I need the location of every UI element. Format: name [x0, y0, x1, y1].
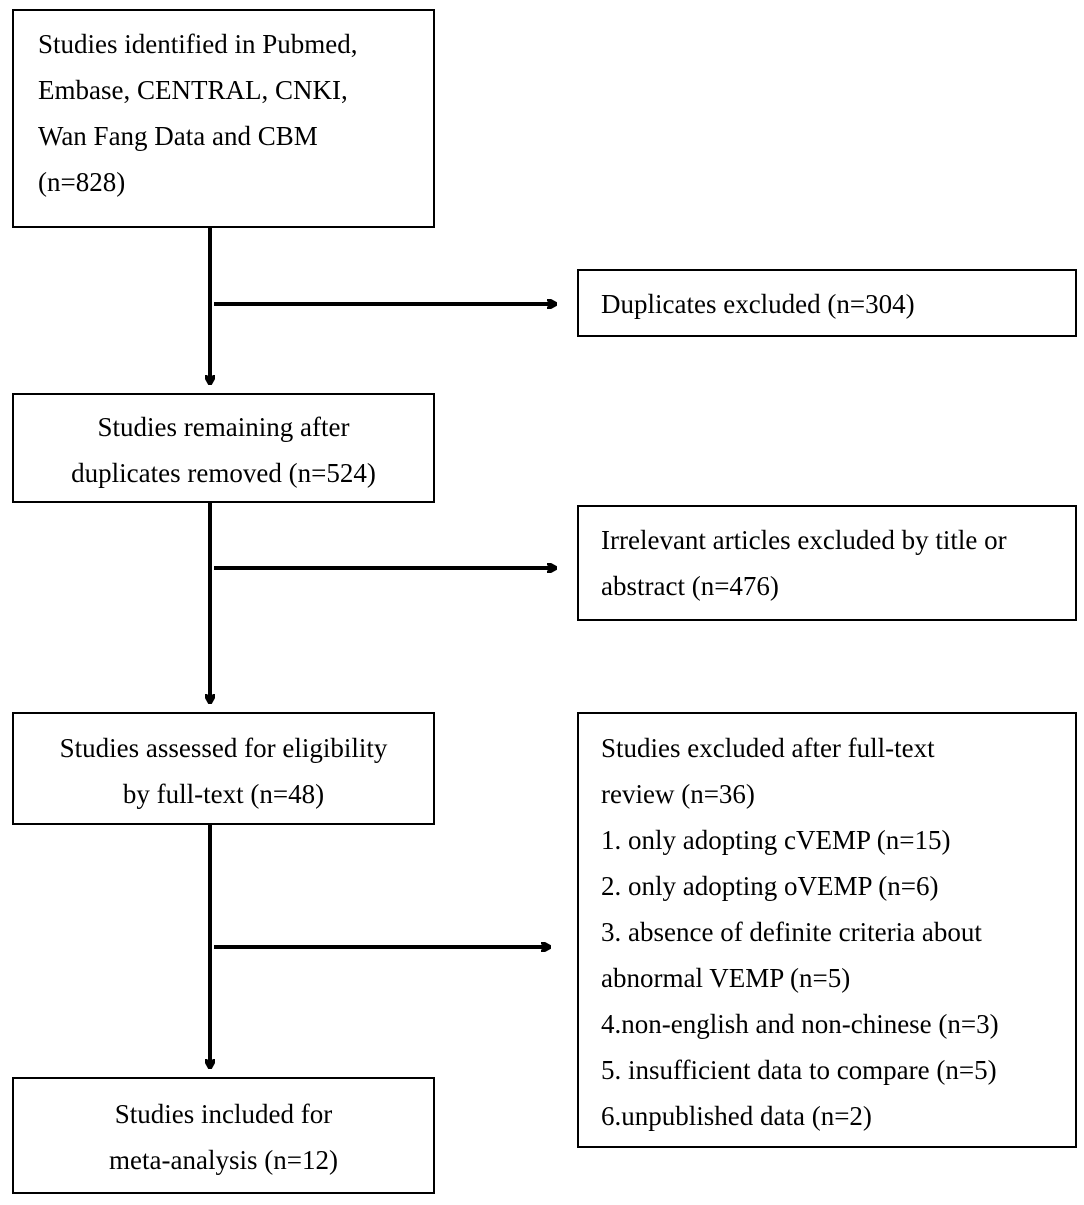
- identified-line-2: Embase, CENTRAL, CNKI,: [38, 75, 348, 105]
- fulltext-excluded-reason-4: 4.non-english and non-chinese (n=3): [601, 1009, 999, 1039]
- fulltext-excluded-reason-6: 6.unpublished data (n=2): [601, 1101, 872, 1131]
- identified-line-4: (n=828): [38, 167, 126, 197]
- included-line-2: meta-analysis (n=12): [109, 1145, 338, 1175]
- fulltext-excluded-reason-2: 2. only adopting oVEMP (n=6): [601, 871, 939, 901]
- irrelevant-excluded-line-2: abstract (n=476): [601, 571, 779, 601]
- fulltext-excluded-reason-5: 5. insufficient data to compare (n=5): [601, 1055, 997, 1085]
- fulltext-excluded-reason-3-cont: abnormal VEMP (n=5): [601, 963, 851, 993]
- box-fulltext-excluded: Studies excluded after full-text review …: [577, 712, 1077, 1148]
- fulltext-excluded-line-2: review (n=36): [601, 779, 755, 809]
- box-irrelevant-excluded: Irrelevant articles excluded by title or…: [577, 505, 1077, 621]
- box-duplicates-excluded: Duplicates excluded (n=304): [577, 269, 1077, 337]
- box-included: Studies included for meta-analysis (n=12…: [12, 1077, 435, 1194]
- remaining-line-2: duplicates removed (n=524): [71, 458, 376, 488]
- included-line-1: Studies included for: [114, 1099, 333, 1129]
- identified-line-3: Wan Fang Data and CBM: [38, 121, 318, 151]
- fulltext-excluded-line-1: Studies excluded after full-text: [601, 733, 935, 763]
- irrelevant-excluded-line-1: Irrelevant articles excluded by title or: [601, 525, 1007, 555]
- assessed-line-1: Studies assessed for eligibility: [59, 733, 388, 763]
- identified-line-1: Studies identified in Pubmed,: [38, 29, 358, 59]
- fulltext-excluded-reason-3: 3. absence of definite criteria about: [601, 917, 982, 947]
- box-assessed: Studies assessed for eligibility by full…: [12, 712, 435, 825]
- fulltext-excluded-reason-1: 1. only adopting cVEMP (n=15): [601, 825, 951, 855]
- box-remaining: Studies remaining after duplicates remov…: [12, 393, 435, 503]
- duplicates-excluded-line-1: Duplicates excluded (n=304): [601, 289, 915, 319]
- assessed-line-2: by full-text (n=48): [122, 779, 325, 809]
- box-identified: Studies identified in Pubmed, Embase, CE…: [12, 9, 435, 228]
- remaining-line-1: Studies remaining after: [97, 412, 350, 442]
